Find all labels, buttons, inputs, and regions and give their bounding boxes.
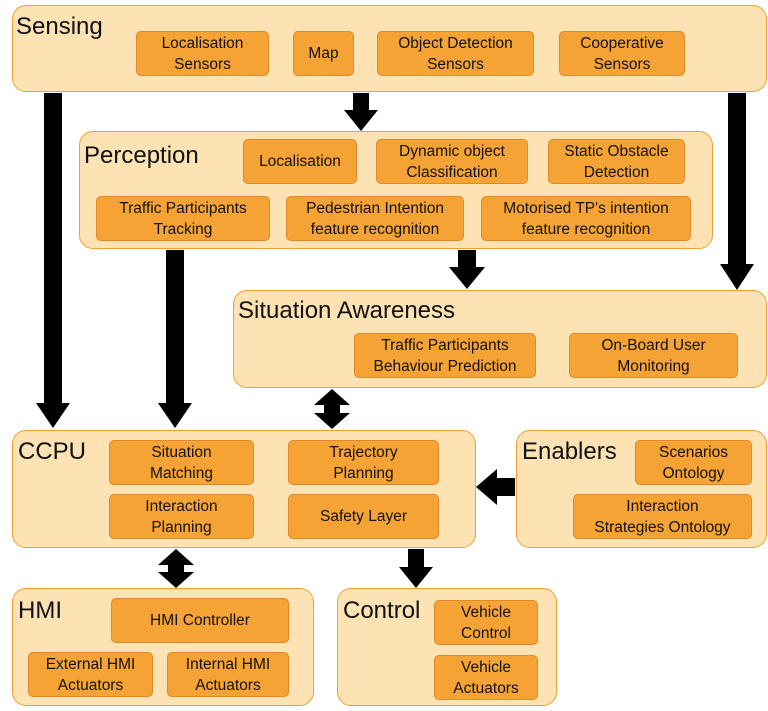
ccpu-title: CCPU <box>18 438 87 465</box>
traffic-participants-tracking-label-line-1: Traffic Participants <box>119 199 247 217</box>
external-hmi-actuators-box: External HMI Actuators <box>28 652 153 697</box>
internal-hmi-actuators-box: Internal HMI Actuators <box>167 652 289 697</box>
interaction-planning-label-line-2: Planning <box>151 518 212 536</box>
localisation-sensors-label-line-2: Sensors <box>174 55 231 73</box>
situation-awareness-title: Situation Awareness <box>238 297 456 324</box>
dynamic-object-classification-label-line-2: Classification <box>406 163 498 181</box>
scenarios-ontology-label-line-1: Scenarios <box>659 443 728 461</box>
interaction-strategies-ontology-label-line-2: Strategies Ontology <box>594 518 731 536</box>
situation-matching-label-line-1: Situation <box>151 443 212 461</box>
traffic-participants-tracking-label-line-2: Tracking <box>153 220 213 238</box>
pedestrian-intention-label-line-2: feature recognition <box>310 220 440 238</box>
perception-title: Perception <box>84 142 199 169</box>
static-obstacle-detection-label-line-2: Detection <box>583 163 650 181</box>
hmi-title: HMI <box>18 597 62 624</box>
vehicle-actuators-label-line-1: Vehicle <box>461 658 511 676</box>
dynamic-object-classification-label-line-1: Dynamic object <box>399 142 505 160</box>
safety-layer-label-line-1: Safety Layer <box>319 508 408 525</box>
interaction-strategies-ontology-label-line-1: Interaction <box>626 497 699 515</box>
perception-to-situation-awareness-arrow <box>449 250 485 289</box>
localisation-label-line-1: Localisation <box>259 153 341 170</box>
pedestrian-intention-box: Pedestrian Intention feature recognition <box>286 196 464 241</box>
vehicle-control-label-line-1: Vehicle <box>461 603 511 621</box>
enablers-title: Enablers <box>522 438 617 465</box>
cooperative-sensors-label-line-2: Sensors <box>593 55 651 73</box>
object-detection-sensors-label-line-2: Sensors <box>427 55 484 73</box>
motorised-tp-intention-label-line-1: Motorised TP's intention <box>503 199 669 217</box>
sensing-title: Sensing <box>16 13 103 40</box>
trajectory-planning-label-line-2: Planning <box>333 464 394 482</box>
internal-hmi-actuators-label-line-1: Internal HMI <box>185 655 271 673</box>
situation-awareness-ccpu-double-arrow <box>314 389 350 429</box>
interaction-planning-label-line-1: Interaction <box>145 497 218 515</box>
scenarios-ontology-label-line-2: Ontology <box>662 464 725 482</box>
internal-hmi-actuators-label-line-2: Actuators <box>195 676 261 694</box>
behaviour-prediction-label-line-1: Traffic Participants <box>381 336 509 354</box>
situation-matching-label-line-2: Matching <box>150 464 213 482</box>
trajectory-planning-label-line-1: Trajectory <box>329 443 398 461</box>
map-box: Map <box>293 31 354 76</box>
localisation-sensors-label-line-1: Localisation <box>161 34 244 52</box>
sensing-to-situation-awareness-arrow <box>720 93 754 290</box>
map-label-line-1: Map <box>308 45 339 62</box>
static-obstacle-detection-label-line-1: Static Obstacle <box>564 142 669 160</box>
safety-layer-box: Safety Layer <box>288 494 439 539</box>
enablers-to-ccpu-arrow <box>476 469 515 505</box>
vehicle-control-label-line-2: Control <box>461 624 511 642</box>
user-monitoring-label-line-1: On-Board User <box>601 336 706 354</box>
ccpu-hmi-double-arrow <box>158 549 194 588</box>
external-hmi-actuators-label-line-1: External HMI <box>45 655 136 673</box>
object-detection-sensors-label-line-1: Object Detection <box>398 34 513 52</box>
behaviour-prediction-label-line-2: Behaviour Prediction <box>373 357 517 375</box>
sensing-to-perception-arrow <box>344 93 378 131</box>
perception-to-ccpu-arrow <box>158 250 192 428</box>
localisation-box: Localisation <box>243 139 357 184</box>
motorised-tp-intention-box: Motorised TP's intention feature recognit… <box>481 196 691 241</box>
motorised-tp-intention-label-line-2: feature recognition <box>521 220 651 238</box>
vehicle-actuators-label-line-2: Actuators <box>453 679 519 697</box>
hmi-controller-label-line-1: HMI Controller <box>150 612 250 629</box>
hmi-controller-box: HMI Controller <box>111 598 289 643</box>
pedestrian-intention-label-line-1: Pedestrian Intention <box>306 199 444 217</box>
external-hmi-actuators-label-line-2: Actuators <box>57 676 124 694</box>
cooperative-sensors-label-line-1: Cooperative <box>580 34 664 52</box>
sensing-to-ccpu-arrow <box>36 93 70 428</box>
ccpu-to-control-arrow <box>399 549 433 588</box>
control-title: Control <box>343 597 421 624</box>
user-monitoring-label-line-2: Monitoring <box>617 357 690 375</box>
